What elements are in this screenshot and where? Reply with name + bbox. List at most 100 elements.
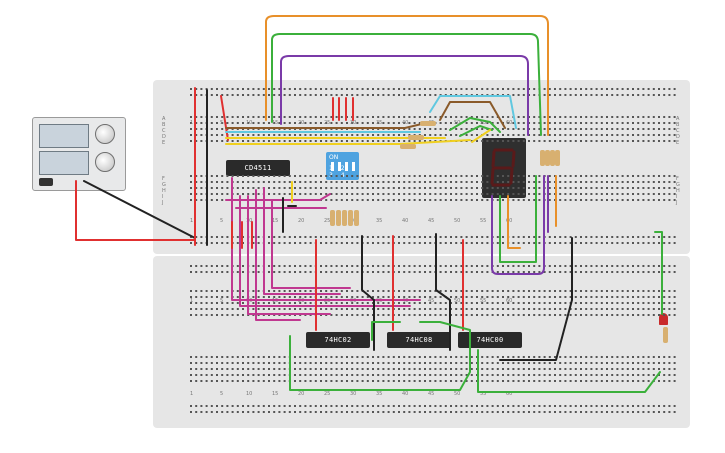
breadboard-hole	[309, 181, 312, 183]
breadboard-hole	[606, 356, 608, 358]
breadboard-hole	[377, 134, 380, 136]
breadboard-hole	[413, 368, 416, 370]
breadboard-hole	[247, 88, 250, 90]
breadboard-hole	[262, 134, 265, 136]
breadboard-hole	[647, 88, 650, 90]
breadboard-hole	[283, 296, 286, 298]
breadboard-hole	[460, 356, 463, 358]
dip-toggle-3[interactable]	[345, 162, 348, 171]
breadboard-hole	[392, 181, 395, 183]
breadboard-hole	[580, 265, 582, 267]
breadboard-hole	[205, 380, 208, 382]
breadboard-hole	[294, 296, 296, 298]
breadboard-hole	[590, 116, 593, 118]
breadboard-hole	[200, 122, 203, 124]
voltage-knob[interactable]	[95, 124, 115, 144]
breadboard-hole	[200, 265, 203, 267]
breadboard-hole	[351, 290, 354, 292]
breadboard-hole	[580, 271, 582, 273]
power-supply[interactable]	[32, 117, 126, 191]
breadboard-hole	[559, 199, 562, 201]
breadboard-hole	[595, 242, 598, 244]
breadboard-hole	[637, 265, 640, 267]
breadboard-hole	[559, 140, 562, 142]
current-knob[interactable]	[95, 152, 115, 172]
breadboard-hole	[366, 175, 369, 177]
breadboard-hole	[387, 368, 390, 370]
breadboard-hole	[351, 236, 354, 238]
breadboard-hole	[408, 374, 411, 376]
breadboard-hole	[569, 181, 572, 183]
breadboard-hole	[611, 134, 614, 136]
breadboard-hole	[502, 193, 504, 195]
breadboard-hole	[330, 290, 333, 292]
wire-magenta-4	[255, 189, 301, 321]
breadboard-hole	[496, 187, 499, 189]
breadboard-hole	[470, 374, 473, 376]
breadboard-hole	[611, 181, 614, 183]
breadboard-hole	[330, 380, 333, 382]
breadboard-hole	[294, 88, 296, 90]
breadboard-hole	[252, 175, 255, 177]
breadboard-hole	[398, 94, 400, 96]
breadboard-hole	[356, 187, 359, 189]
breadboard-hole	[538, 296, 541, 298]
column-number: 25	[324, 120, 330, 126]
breadboard-hole	[283, 362, 286, 364]
breadboard-hole	[673, 88, 676, 90]
breadboard-hole	[585, 296, 588, 298]
breadboard-hole	[673, 116, 676, 118]
breadboard-hole	[465, 314, 468, 316]
breadboard-hole	[444, 380, 447, 382]
breadboard-hole	[585, 140, 588, 142]
breadboard-hole	[616, 236, 619, 238]
breadboard-hole	[273, 94, 276, 96]
row-letter: G	[162, 182, 166, 188]
breadboard-hole	[486, 405, 489, 407]
breadboard-hole	[288, 271, 291, 273]
breadboard-hole	[195, 411, 198, 413]
breadboard-hole	[668, 374, 671, 376]
breadboard-hole	[564, 302, 567, 304]
breadboard-hole	[330, 236, 333, 238]
current-display	[39, 151, 89, 175]
breadboard-hole	[439, 374, 442, 376]
breadboard-hole	[294, 405, 296, 407]
breadboard-hole	[673, 242, 676, 244]
breadboard-hole	[195, 88, 198, 90]
breadboard-hole	[496, 411, 499, 413]
breadboard-hole	[361, 296, 364, 298]
breadboard-hole	[216, 88, 218, 90]
breadboard-hole	[470, 405, 473, 407]
breadboard-hole	[647, 122, 650, 124]
breadboard-hole	[387, 175, 390, 177]
dip-toggle-1[interactable]	[331, 162, 334, 171]
breadboard-hole	[231, 405, 234, 407]
breadboard-hole	[299, 265, 302, 267]
breadboard-hole	[309, 356, 312, 358]
breadboard-hole	[642, 88, 645, 90]
breadboard-hole	[652, 199, 655, 201]
breadboard-hole	[559, 181, 562, 183]
breadboard-hole	[600, 88, 603, 90]
breadboard-hole	[257, 411, 260, 413]
breadboard-hole	[569, 175, 572, 177]
breadboard-hole	[465, 380, 468, 382]
breadboard-hole	[408, 88, 411, 90]
breadboard-hole	[470, 271, 473, 273]
breadboard-hole	[439, 362, 442, 364]
breadboard-hole	[335, 405, 338, 407]
column-number: 5	[220, 391, 223, 397]
breadboard-hole	[257, 302, 260, 304]
breadboard-hole	[294, 308, 296, 310]
breadboard-hole	[252, 302, 255, 304]
dip-toggle-4[interactable]	[352, 162, 355, 171]
breadboard-hole	[465, 368, 468, 370]
breadboard-hole	[554, 362, 556, 364]
breadboard-hole	[351, 175, 354, 177]
breadboard-hole	[590, 356, 593, 358]
dip-toggle-2[interactable]	[338, 162, 341, 171]
breadboard-hole	[205, 296, 208, 298]
power-switch[interactable]	[39, 178, 53, 186]
breadboard-hole	[606, 122, 608, 124]
